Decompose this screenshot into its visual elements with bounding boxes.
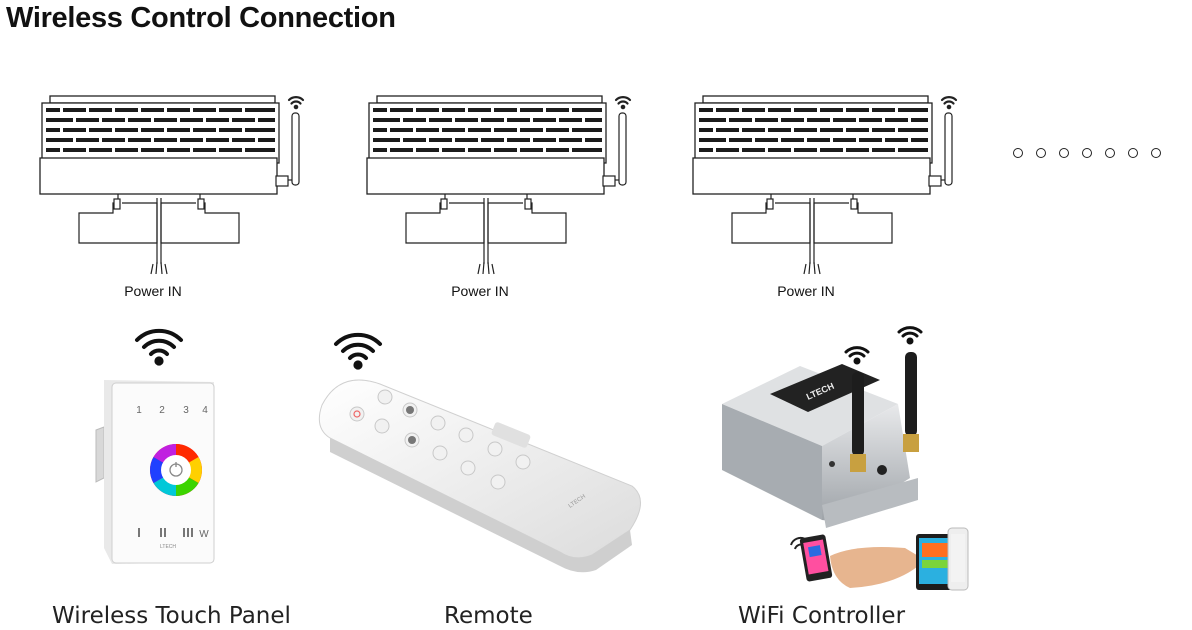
zone-4-label: 4 xyxy=(202,405,208,416)
caption-touch-panel: Wireless Touch Panel xyxy=(52,603,291,629)
wifi-icon-remote xyxy=(334,332,382,370)
remote-control-icon: LTECH xyxy=(318,379,641,573)
power-in-label-3: Power IN xyxy=(777,283,835,299)
zone-2-label: 2 xyxy=(159,405,165,416)
power-in-label-1: Power IN xyxy=(124,283,182,299)
receiver-unit-2 xyxy=(365,94,632,276)
wifi-controller-icon: LTECH xyxy=(722,352,969,591)
ellipsis-dot xyxy=(1128,148,1138,158)
caption-remote: Remote xyxy=(444,603,533,629)
zone-1-label: 1 xyxy=(136,405,142,416)
svg-text:W: W xyxy=(199,529,209,540)
wifi-icon-touch-panel xyxy=(135,328,183,366)
ellipsis-dot xyxy=(1013,148,1023,158)
more-receivers-indicator xyxy=(1013,148,1161,158)
touch-panel-icon: 1 2 3 4 W LTECH xyxy=(95,380,215,564)
power-in-label-2: Power IN xyxy=(451,283,509,299)
receiver-unit-1 xyxy=(38,94,305,276)
receiver-unit-3 xyxy=(691,94,958,276)
ellipsis-dot xyxy=(1082,148,1092,158)
wifi-icon-controller-right xyxy=(897,326,923,345)
page-title: Wireless Control Connection xyxy=(6,2,396,34)
touch-panel-brand: LTECH xyxy=(160,544,176,550)
ellipsis-dot xyxy=(1036,148,1046,158)
ellipsis-dot xyxy=(1105,148,1115,158)
caption-wifi-controller: WiFi Controller xyxy=(738,603,906,629)
zone-3-label: 3 xyxy=(183,405,189,416)
ellipsis-dot xyxy=(1151,148,1161,158)
ellipsis-dot xyxy=(1059,148,1069,158)
wifi-icon-controller-left xyxy=(844,346,870,365)
